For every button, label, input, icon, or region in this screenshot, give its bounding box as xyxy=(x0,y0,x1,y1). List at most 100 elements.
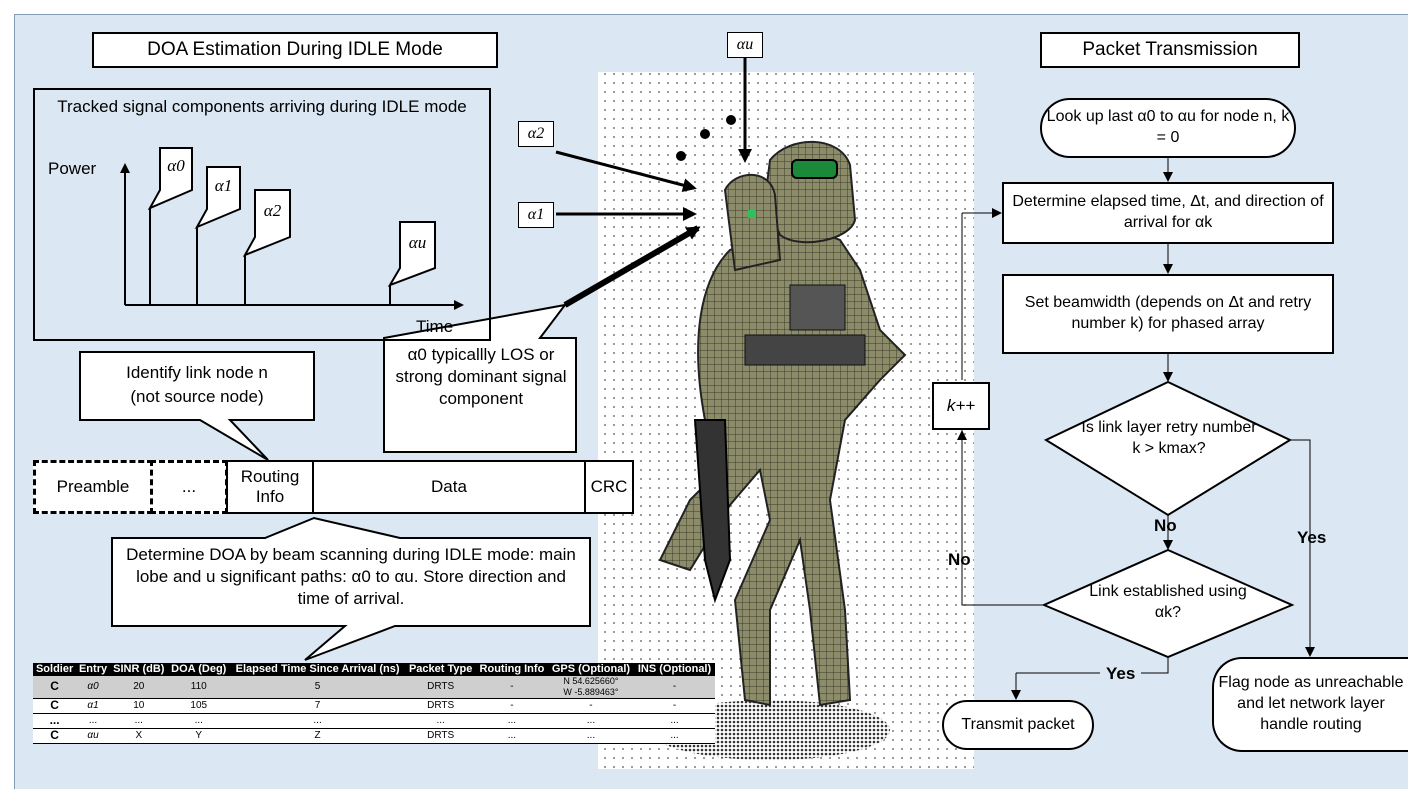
cell-ins: - xyxy=(633,676,715,699)
belt-kit xyxy=(744,334,866,366)
table-row: C α0 20 110 5 DRTS - N 54.625660° W -5.8… xyxy=(33,676,715,699)
tag-a2-shape xyxy=(242,189,291,257)
tag-a0-shape xyxy=(147,147,193,211)
cell-gps: N 54.625660° W -5.889463° xyxy=(547,676,634,699)
th-routing: Routing Info xyxy=(475,663,548,676)
cell-gps: ... xyxy=(547,713,634,729)
cell-ins: ... xyxy=(633,713,715,729)
th-sinr: SINR (dB) xyxy=(109,663,168,676)
arrow-a0 xyxy=(563,225,701,308)
frame-crc: CRC xyxy=(584,460,634,514)
flow-increment-box: k++ xyxy=(932,382,990,430)
los-callout-text: α0 typicallly LOS or strong dominant sig… xyxy=(395,345,567,409)
label-no-link: No xyxy=(948,550,971,569)
cell-doa: 110 xyxy=(167,676,230,699)
identify-callout-line2: (not source node) xyxy=(130,387,264,406)
flow-elapsed: Determine elapsed time, Δt, and directio… xyxy=(1002,182,1334,244)
cell-gps-lat: N 54.625660° xyxy=(563,676,619,686)
table-row: C αu X Y Z DRTS ... ... ... xyxy=(33,728,715,744)
identify-callout-line1: Identify link node n xyxy=(126,363,268,382)
determine-callout-text: Determine DOA by beam scanning during ID… xyxy=(126,545,576,609)
cell-elapsed: 5 xyxy=(229,676,406,699)
soldier-helmet xyxy=(763,140,857,244)
table-row: ... ... ... ... ... ... ... ... ... xyxy=(33,713,715,729)
right-title: Packet Transmission xyxy=(1040,32,1300,68)
tag-au-shape xyxy=(387,221,436,287)
cell-packet: DRTS xyxy=(405,698,476,714)
retry-diamond-shape xyxy=(1043,380,1293,517)
soldier-visor xyxy=(791,159,838,179)
cell-sinr: ... xyxy=(109,713,168,729)
cell-sinr: 20 xyxy=(109,676,168,699)
label-yes-retry: Yes xyxy=(1297,528,1327,547)
cell-routing: - xyxy=(475,676,548,699)
flow-retry-question: Is link layer retry number k > kmax? xyxy=(1081,419,1257,457)
cell-soldier: C xyxy=(33,698,77,714)
label-no-retry: No xyxy=(1154,516,1177,535)
link-yes-line xyxy=(1016,655,1169,674)
soldier-table: Soldier Entry SINR (dB) DOA (Deg) Elapse… xyxy=(33,663,715,744)
dot-2 xyxy=(700,129,710,139)
cell-soldier: C xyxy=(33,676,77,699)
dot-3 xyxy=(726,115,736,125)
arrival-label-a2: α2 xyxy=(518,121,554,147)
soldier-rifle xyxy=(693,419,732,604)
cell-gps: ... xyxy=(547,728,634,744)
identify-callout-shape xyxy=(79,351,315,461)
cell-entry: α0 xyxy=(76,676,110,699)
plot-ylabel: Power xyxy=(48,159,97,178)
flow-transmit: Transmit packet xyxy=(942,700,1094,750)
power-plot xyxy=(120,147,464,310)
cell-elapsed: 7 xyxy=(229,698,406,714)
tag-a1: α1 xyxy=(214,176,233,195)
flow-start: Look up last α0 to αu for node n, k = 0 xyxy=(1040,98,1296,158)
antenna-node xyxy=(748,210,756,218)
cell-soldier: C xyxy=(33,728,77,744)
frame-ellipsis: ... xyxy=(150,460,228,514)
frame-preamble: Preamble xyxy=(33,460,153,514)
th-soldier: Soldier xyxy=(33,663,77,676)
tag-a0: α0 xyxy=(167,156,185,175)
cell-entry: ... xyxy=(76,713,110,729)
cell-routing: ... xyxy=(475,728,548,744)
cell-gps: - xyxy=(547,698,634,714)
cell-entry: α1 xyxy=(76,698,110,714)
cell-routing: ... xyxy=(475,713,548,729)
th-entry: Entry xyxy=(76,663,110,676)
cell-entry: αu xyxy=(76,728,110,744)
th-packet: Packet Type xyxy=(405,663,476,676)
cell-packet: ... xyxy=(405,713,476,729)
plot-frame xyxy=(33,88,491,341)
cell-doa: Y xyxy=(167,728,230,744)
flow-flag: Flag node as unreachable and let network… xyxy=(1212,657,1408,752)
dot-1 xyxy=(676,151,686,161)
label-yes-link: Yes xyxy=(1100,664,1142,684)
no-loop-line xyxy=(961,430,1044,606)
chest-pouch xyxy=(789,284,846,331)
cell-soldier: ... xyxy=(33,713,77,729)
cell-doa: 105 xyxy=(167,698,230,714)
plot-caption: Tracked signal components arriving durin… xyxy=(57,97,467,116)
table-header-row: Soldier Entry SINR (dB) DOA (Deg) Elapse… xyxy=(33,663,715,676)
cell-sinr: X xyxy=(109,728,168,744)
cell-gps-lon: W -5.889463° xyxy=(563,686,619,697)
th-elapsed: Elapsed Time Since Arrival (ns) xyxy=(229,663,406,676)
frame-routing: Routing Info xyxy=(226,460,314,514)
arrow-a2 xyxy=(555,150,697,192)
tag-au: αu xyxy=(408,233,427,252)
th-gps: GPS (Optional) xyxy=(547,663,634,676)
retry-yes-line xyxy=(1290,439,1311,650)
determine-callout-shape xyxy=(111,516,591,661)
cell-routing: - xyxy=(475,698,548,714)
flow-beamwidth: Set beamwidth (depends on Δt and retry n… xyxy=(1002,274,1334,354)
cell-packet: DRTS xyxy=(405,728,476,744)
table-row: C α1 10 105 7 DRTS - - - xyxy=(33,698,715,714)
th-ins: INS (Optional) xyxy=(633,663,715,676)
tag-a2: α2 xyxy=(263,201,282,220)
left-title: DOA Estimation During IDLE Mode xyxy=(92,32,498,68)
arrival-label-au: αu xyxy=(727,32,763,58)
flow-link-question: Link established using αk? xyxy=(1089,583,1247,621)
cell-elapsed: ... xyxy=(229,713,406,729)
